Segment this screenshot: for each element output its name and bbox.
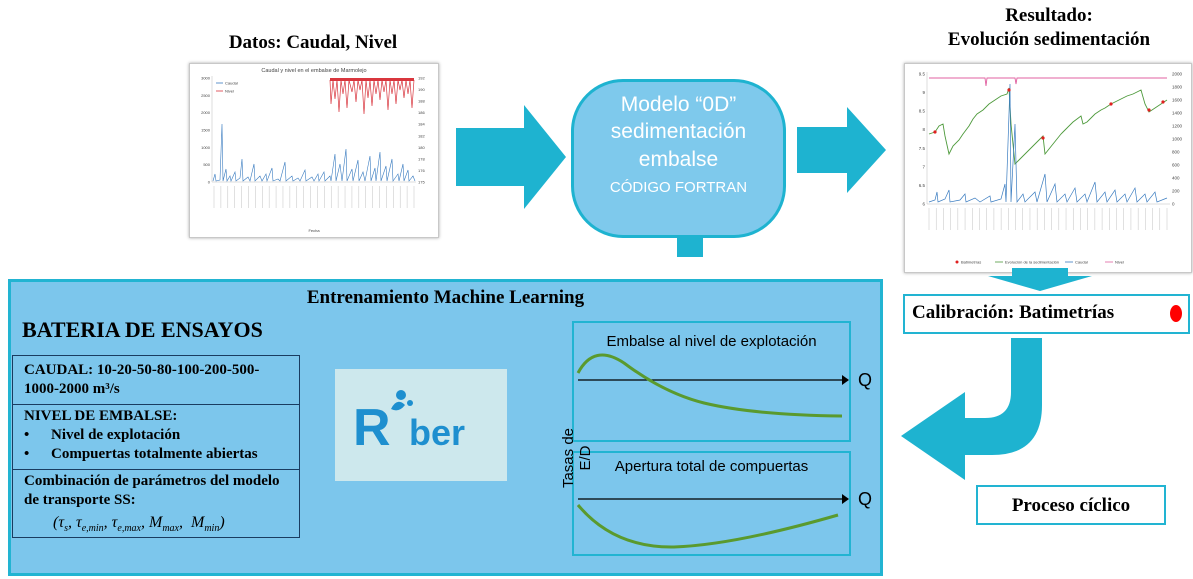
resultado-chart: 9.598.587.576.56 20001800160014001200100… [919, 72, 1183, 265]
res-yleft-tick: 7.5 [919, 146, 926, 151]
svg-text:R: R [353, 399, 391, 457]
curve-explotacion [576, 353, 849, 418]
datos-yright-tick: 190 [418, 87, 425, 92]
res-yright-tick: 2000 [1172, 72, 1183, 77]
res-yleft-tick: 6 [922, 202, 925, 207]
datos-xlabel: Fecha [308, 228, 320, 233]
datos-yright-tick: 175 [418, 180, 425, 185]
legend-caudal: Caudal [225, 81, 238, 86]
res-yright-tick: 1400 [1172, 111, 1183, 116]
arrow-right-1 [456, 105, 566, 209]
res-yright-tick: 800 [1172, 150, 1180, 155]
resultado-title-line2: Evolución sedimentación [947, 29, 1151, 50]
datos-yright-tick: 178 [418, 156, 425, 161]
caudal-series [212, 123, 416, 183]
calibracion-box [903, 294, 1190, 334]
modelo-line1: Modelo “0D” [620, 93, 737, 116]
res-yright-tick: 0 [1172, 202, 1175, 207]
res-yright-tick: 400 [1172, 176, 1180, 181]
datos-chart: Caudal y nivel en el embalse de Marmolej… [201, 68, 425, 233]
nivel-item-2: Compuertas totalmente abiertas [51, 446, 258, 462]
nivel-bullet-2: • [24, 446, 30, 462]
legend-caudal: Caudal [1075, 260, 1088, 265]
res-yleft-tick: 6.5 [919, 183, 926, 188]
arrow-curved-back [901, 338, 1042, 480]
resultado-legend: Batimetrías Evolución de la sedimentació… [955, 260, 1124, 265]
res-yleft-tick: 9.5 [919, 72, 926, 77]
datos-yleft-tick: 0 [208, 180, 211, 185]
batimetrias-points [933, 88, 1165, 140]
res-yleft-tick: 7 [922, 164, 925, 169]
res-yleft-tick: 8 [922, 127, 925, 132]
datos-yright-tick: 192 [418, 76, 425, 81]
legend-nivel: Nivel [1115, 260, 1124, 265]
res-yright-tick: 1200 [1172, 124, 1183, 129]
datos-yleft-tick: 3000 [201, 76, 211, 81]
datos-yright-tick: 182 [418, 133, 425, 138]
res-yright-tick: 1600 [1172, 98, 1183, 103]
datos-yleft-tick: 1000 [201, 145, 211, 150]
q-axis-label-1: Q [858, 370, 873, 390]
proceso-label: Proceso cíclico [1011, 495, 1131, 516]
datos-yleft-tick: 500 [203, 162, 210, 167]
datos-yright-tick: 176 [418, 168, 425, 173]
resultado-title-line1: Resultado: [1005, 5, 1093, 26]
legend-batimetrias: Batimetrías [961, 260, 981, 265]
curve-panel-explotacion [572, 321, 851, 442]
nivel-bullet-1: • [24, 427, 30, 443]
datos-yleft-tick: 1500 [201, 128, 211, 133]
res-yright-tick: 200 [1172, 189, 1180, 194]
calibracion-label: Calibración: Batimetrías [912, 302, 1115, 323]
svg-text:ber: ber [409, 412, 465, 453]
riber-logo: R ber [335, 369, 507, 481]
nivel-line [929, 77, 1167, 87]
ml-title: Entrenamiento Machine Learning [306, 287, 585, 308]
legend-nivel: Nivel [225, 89, 234, 94]
datos-chart-title: Caudal y nivel en el embalse de Marmolej… [261, 68, 366, 74]
tasas-axis-label: Tasas de E/D [560, 427, 594, 489]
datos-yleft-tick: 2500 [201, 93, 211, 98]
evolucion-line [928, 87, 1168, 165]
proceso-box [976, 485, 1166, 525]
combinacion-line1: Combinación de parámetros del modelo [24, 473, 280, 489]
combinacion-line2: de transporte SS: [24, 492, 136, 508]
datos-yright-tick: 188 [418, 99, 425, 104]
modelo-line2: sedimentación [610, 120, 747, 143]
datos-yright-tick: 184 [418, 122, 425, 127]
parameters-table: CAUDAL: 10-20-50-80-100-200-500- 1000-20… [12, 355, 300, 538]
caudal-line2: 1000-2000 m³/s [24, 381, 120, 397]
bateria-title: BATERIA DE ENSAYOS [22, 317, 263, 342]
batimetria-marker-icon [1170, 305, 1182, 322]
datos-chart-thumbnail: Caudal y nivel en el embalse de Marmolej… [189, 63, 439, 238]
arrow-right-2 [797, 107, 886, 193]
res-yright-tick: 1800 [1172, 85, 1183, 90]
modelo-0d-box: Modelo “0D” sedimentación embalse CÓDIGO… [571, 79, 786, 238]
caudal-line [928, 83, 1168, 204]
caudal-line1: CAUDAL: 10-20-50-80-100-200-500- [24, 362, 260, 378]
curve1-title: Embalse al nivel de explotación [606, 333, 817, 350]
datos-yright-tick: 180 [418, 145, 425, 150]
nivel-series [329, 78, 415, 115]
legend-evolucion: Evolución de la sedimentación [1005, 260, 1059, 265]
nivel-title: NIVEL DE EMBALSE: [24, 408, 178, 424]
parameter-formula: (τs, τe,min, τe,max, Mmax, Mmin) [53, 514, 225, 535]
res-yleft-tick: 9 [922, 90, 925, 95]
res-yright-tick: 1000 [1172, 137, 1183, 142]
curve2-title: Apertura total de compuertas [614, 458, 809, 475]
datos-title: Datos: Caudal, Nivel [228, 32, 398, 53]
res-yleft-tick: 8.5 [919, 109, 926, 114]
arrow-down-calib [988, 268, 1092, 291]
datos-yleft-tick: 2000 [201, 110, 211, 115]
res-yright-tick: 600 [1172, 163, 1180, 168]
modelo-line3: embalse [638, 148, 719, 171]
curve-compuertas [576, 494, 849, 549]
nivel-item-1: Nivel de explotación [51, 427, 181, 443]
modelo-line4: CÓDIGO FORTRAN [609, 179, 748, 196]
riber-logo-art: R ber [353, 390, 465, 457]
datos-yright-tick: 186 [418, 110, 425, 115]
curve-panel-compuertas [572, 451, 851, 556]
q-axis-label-2: Q [858, 489, 873, 509]
